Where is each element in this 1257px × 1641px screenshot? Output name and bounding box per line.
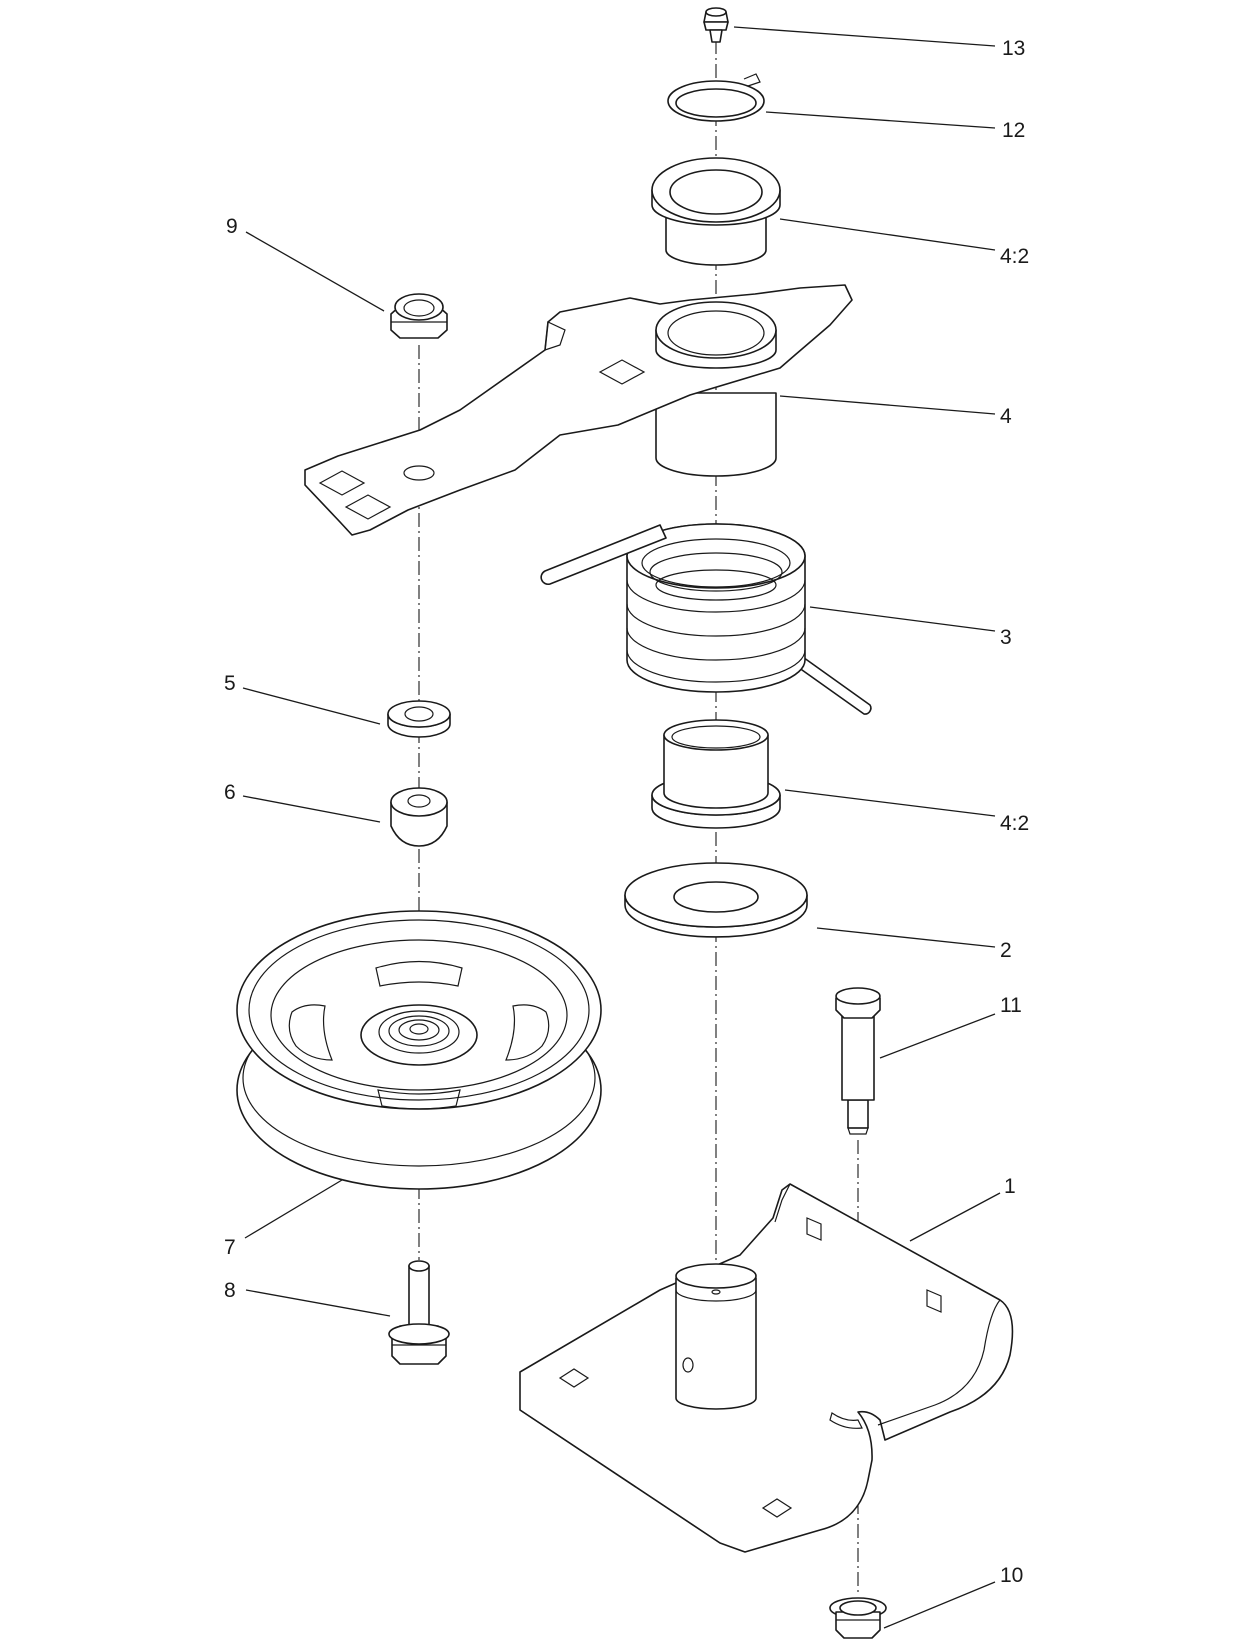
leader-4-2-bottom xyxy=(784,789,996,817)
idler-arm xyxy=(304,284,853,536)
callout-9: 9 xyxy=(226,215,238,238)
idler-pulley xyxy=(236,910,602,1190)
flange-nut-10 xyxy=(829,1597,887,1639)
callout-2: 2 xyxy=(1000,939,1012,962)
leader-12 xyxy=(765,111,996,129)
callout-3: 3 xyxy=(1000,626,1012,649)
flange-bolt-8 xyxy=(388,1260,450,1365)
leader-11 xyxy=(879,1013,996,1059)
pivot-post xyxy=(675,1263,757,1410)
spacer xyxy=(390,787,448,847)
lock-nut xyxy=(390,293,448,339)
leader-4-2-top xyxy=(779,218,996,251)
thrust-washer xyxy=(624,862,808,938)
mounting-bracket xyxy=(519,1183,1014,1553)
leader-7 xyxy=(244,1179,343,1239)
leader-10 xyxy=(883,1581,996,1629)
callout-11: 11 xyxy=(1000,994,1022,1017)
flat-washer xyxy=(387,700,451,738)
callout-1: 1 xyxy=(1004,1175,1016,1198)
callout-6: 6 xyxy=(224,781,236,804)
callout-5: 5 xyxy=(224,672,236,695)
lower-flange-bushing xyxy=(651,719,781,829)
retaining-ring xyxy=(667,73,765,122)
leader-5 xyxy=(242,687,381,725)
leader-6 xyxy=(242,795,381,823)
grease-fitting xyxy=(703,7,729,43)
torsion-spring xyxy=(540,523,872,715)
leader-1 xyxy=(909,1192,1001,1242)
callout-7: 7 xyxy=(224,1236,236,1259)
callout-13: 13 xyxy=(1002,37,1025,60)
leader-4 xyxy=(779,395,996,415)
callout-12: 12 xyxy=(1002,119,1025,142)
leader-3 xyxy=(809,606,996,632)
leader-13 xyxy=(733,26,996,47)
callout-4: 4 xyxy=(1000,405,1012,428)
callout-labels: 13 12 4:2 9 4 3 5 6 4:2 2 11 1 7 8 10 xyxy=(224,37,1029,1587)
leader-2 xyxy=(816,927,996,948)
leader-8 xyxy=(245,1289,391,1317)
callout-10: 10 xyxy=(1000,1564,1023,1587)
leader-9 xyxy=(245,231,385,312)
callout-4-2-top: 4:2 xyxy=(1000,245,1029,268)
shoulder-bolt-11 xyxy=(835,987,881,1135)
callout-4-2-bottom: 4:2 xyxy=(1000,812,1029,835)
callout-8: 8 xyxy=(224,1279,236,1302)
leader-lines xyxy=(242,26,1001,1629)
upper-flange-bushing xyxy=(651,157,781,266)
